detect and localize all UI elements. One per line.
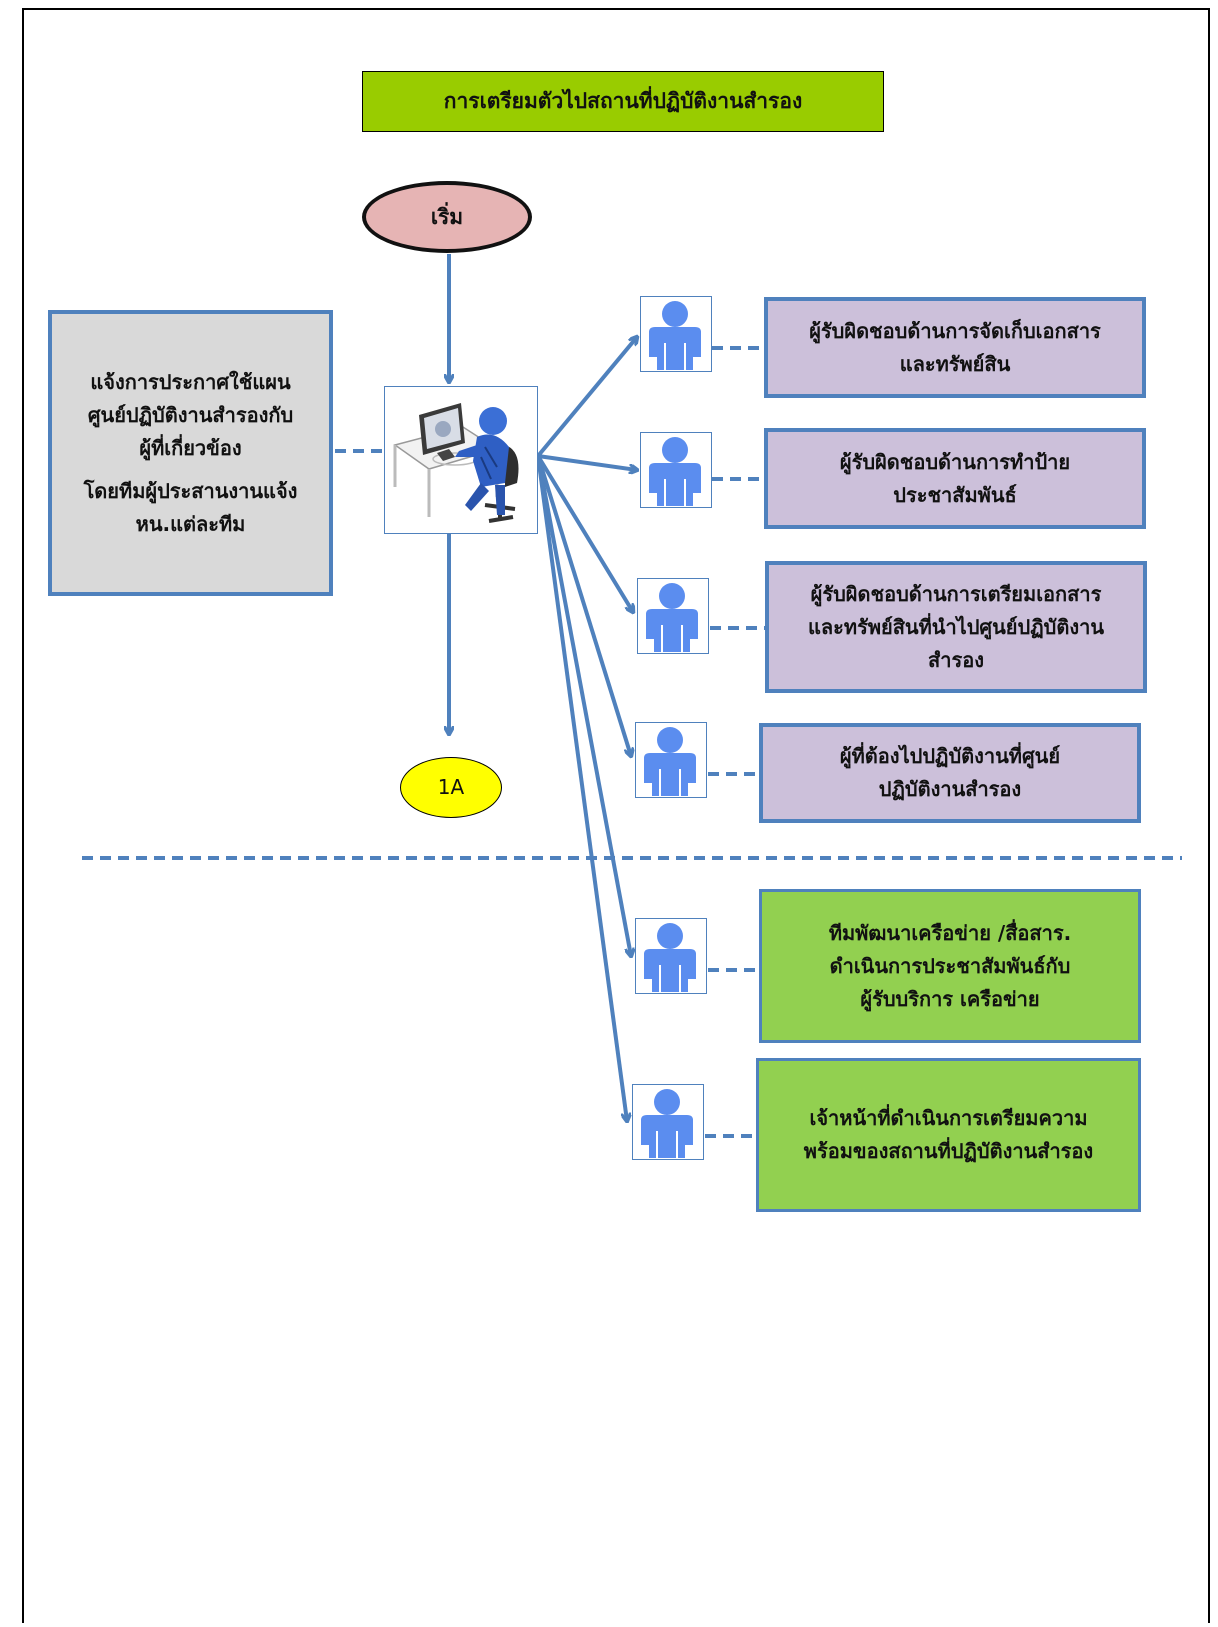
- announcement-box: แจ้งการประกาศใช้แผน ศูนย์ปฏิบัติงานสำรอง…: [48, 310, 333, 596]
- arrow-to-team-1: [536, 455, 631, 956]
- person-icon: [640, 296, 712, 372]
- person-icon: [637, 578, 709, 654]
- arrow-to-team-2: [536, 455, 627, 1121]
- team-line: ดำเนินการประชาสัมพันธ์กับ: [829, 953, 1071, 978]
- role-line: ผู้รับผิดชอบด้านการทำป้าย: [839, 449, 1071, 474]
- role-box-relocating-staff: ผู้ที่ต้องไปปฏิบัติงานที่ศูนย์ ปฏิบัติงา…: [759, 723, 1141, 823]
- announcement-line: ผู้ที่เกี่ยวข้อง: [139, 435, 242, 460]
- arrow-to-role-3: [536, 454, 633, 612]
- announcement-line: โดยทีมผู้ประสานงานแจ้ง: [83, 478, 298, 503]
- role-line: และทรัพย์สิน: [899, 351, 1011, 376]
- team-box-network-communication: ทีมพัฒนาเครือข่าย /สื่อสาร. ดำเนินการประ…: [759, 889, 1141, 1043]
- computer-user-icon: [384, 386, 538, 534]
- person-icon: [640, 432, 712, 508]
- arrow-to-role-4: [536, 455, 631, 756]
- person-icon: [635, 918, 707, 994]
- page-frame: [22, 8, 1210, 1623]
- arrow-to-role-2: [537, 454, 637, 470]
- role-line: ผู้ที่ต้องไปปฏิบัติงานที่ศูนย์: [839, 744, 1061, 768]
- role-line: ผู้รับผิดชอบด้านการเตรียมเอกสาร: [810, 581, 1102, 606]
- role-line: ปฏิบัติงานสำรอง: [878, 777, 1022, 801]
- person-icon: [635, 722, 707, 798]
- role-line: และทรัพย์สินที่นำไปศูนย์ปฏิบัติงาน: [808, 614, 1104, 639]
- team-box-site-preparation: เจ้าหน้าที่ดำเนินการเตรียมความ พร้อมของส…: [756, 1058, 1141, 1212]
- announcement-line: แจ้งการประกาศใช้แผน: [90, 369, 291, 394]
- person-icon: [632, 1084, 704, 1160]
- role-line: ผู้รับผิดชอบด้านการจัดเก็บเอกสาร: [809, 318, 1101, 343]
- role-box-preparation: ผู้รับผิดชอบด้านการเตรียมเอกสาร และทรัพย…: [765, 561, 1147, 693]
- arrow-to-role-1: [536, 337, 637, 458]
- diagram-title: การเตรียมตัวไปสถานที่ปฏิบัติงานสำรอง: [362, 71, 884, 132]
- start-node: เริ่ม: [362, 181, 532, 253]
- team-line: พร้อมของสถานที่ปฏิบัติงานสำรอง: [803, 1139, 1094, 1163]
- announcement-line: หน.แต่ละทีม: [135, 511, 246, 536]
- connector-node: 1A: [400, 757, 502, 818]
- team-line: ผู้รับบริการ เครือข่าย: [860, 986, 1040, 1011]
- role-box-signage: ผู้รับผิดชอบด้านการทำป้าย ประชาสัมพันธ์: [764, 428, 1146, 529]
- role-line: สำรอง: [928, 647, 984, 672]
- role-line: ประชาสัมพันธ์: [893, 482, 1017, 507]
- team-line: เจ้าหน้าที่ดำเนินการเตรียมความ: [809, 1106, 1088, 1130]
- role-box-storage: ผู้รับผิดชอบด้านการจัดเก็บเอกสาร และทรัพ…: [764, 297, 1146, 398]
- announcement-line: ศูนย์ปฏิบัติงานสำรองกับ: [87, 402, 294, 427]
- team-line: ทีมพัฒนาเครือข่าย /สื่อสาร.: [828, 920, 1072, 945]
